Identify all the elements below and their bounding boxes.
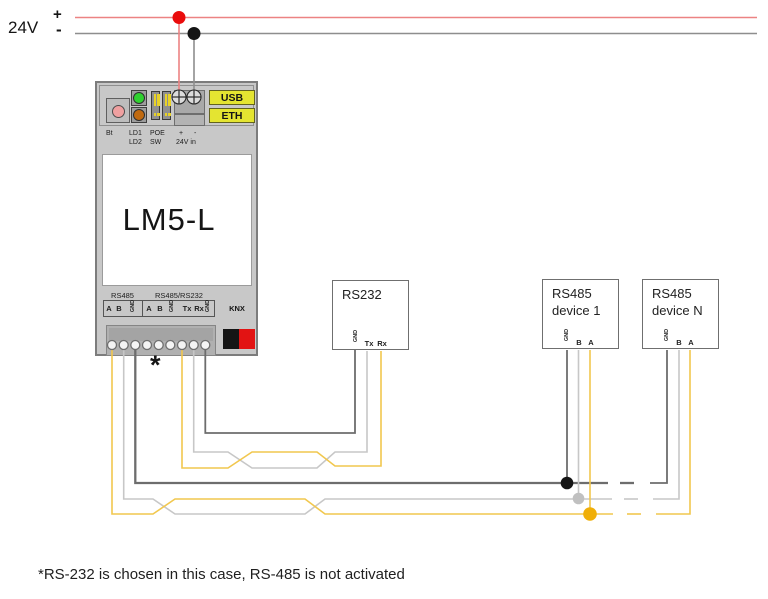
terminal-minus-label: - xyxy=(194,130,197,137)
wire-tx-to-rs232-rx xyxy=(181,344,382,469)
eth-port: ETH xyxy=(209,108,255,123)
rs485-deviceN-subtitle: device N xyxy=(652,302,703,318)
deviceN-gnd-label: GND xyxy=(664,328,670,342)
power-24v-label: 24V xyxy=(8,18,39,37)
rs485-device1-box: RS485 device 1 GND B A xyxy=(542,279,619,349)
rs232-box: RS232 GND Tx Rx xyxy=(332,280,409,350)
junction-dot-a xyxy=(583,507,597,521)
device-model-panel: LM5-L xyxy=(102,154,252,286)
power-minus-label: - xyxy=(56,20,62,39)
sw-switch xyxy=(162,91,171,120)
knx-label: KNX xyxy=(229,304,245,313)
wire-deviceN-gnd-tap xyxy=(650,350,668,484)
rs232-gnd-label: GND xyxy=(353,329,359,343)
junction-dot-b xyxy=(572,492,585,505)
sw-label: SW xyxy=(150,139,162,146)
wire-rs485-b-bus xyxy=(122,344,612,515)
rs485-device1-subtitle: device 1 xyxy=(552,302,601,318)
rs232-title: RS232 xyxy=(342,287,382,302)
pin-gnd2-label: GND xyxy=(169,299,175,313)
led2-label: LD2 xyxy=(129,139,142,146)
orange-led-icon xyxy=(133,109,145,121)
power-in-label: 24V in xyxy=(176,139,196,146)
rs485-device1-title: RS485 device 1 xyxy=(552,286,601,318)
junction-dot-24v-minus xyxy=(187,27,201,40)
wire-rx-to-rs232-tx xyxy=(192,344,368,469)
led-ld2 xyxy=(131,107,147,123)
pin-a1-label: A xyxy=(106,304,112,313)
led1-label: LD1 xyxy=(129,130,142,137)
usb-port: USB xyxy=(209,90,255,105)
pin-a2-label: A xyxy=(146,304,152,313)
knx-connector xyxy=(223,329,255,349)
pin-rx-label: Rx xyxy=(194,304,204,313)
power-plus-label: + xyxy=(53,6,62,23)
wire-rs485-a-bus xyxy=(111,344,613,515)
rs485-deviceN-title: RS485 device N xyxy=(652,286,703,318)
footnote-text: *RS-232 is chosen in this case, RS-485 i… xyxy=(38,566,405,583)
device1-a-label: A xyxy=(588,338,594,347)
green-led-icon xyxy=(133,92,145,104)
pin-gnd1-label: GND xyxy=(130,299,136,313)
device1-b-label: B xyxy=(576,338,582,347)
poe-switch xyxy=(151,91,160,120)
rs485-rs232-pin-box xyxy=(142,300,215,317)
rs232-rx-label: Rx xyxy=(377,339,387,348)
rs485-rs232-group-label: RS485/RS232 xyxy=(155,291,203,300)
24v-terminal-block xyxy=(174,90,205,114)
rs485-group-label: RS485 xyxy=(111,291,134,300)
knx-connector-black xyxy=(223,329,239,349)
device1-gnd-label: GND xyxy=(564,328,570,342)
24v-terminal-block-base xyxy=(174,114,205,126)
junction-dot-24v-plus xyxy=(172,11,186,24)
junction-dot-gnd xyxy=(560,476,574,490)
knx-connector-red xyxy=(239,329,255,349)
poe-label: POE xyxy=(150,130,165,137)
button-label: Bt xyxy=(106,130,113,137)
rs485-deviceN-box: RS485 device N GND B A xyxy=(642,279,719,349)
device-top-panel: USB ETH xyxy=(99,85,255,126)
pin-gnd3-label: GND xyxy=(205,299,211,313)
wire-rs485-gnd-bus xyxy=(134,344,608,485)
led-ld1 xyxy=(131,90,147,106)
lm5l-device: USB ETH Bt LD1 LD2 POE SW + - 24V in LM5… xyxy=(95,81,258,356)
device-model-label: LM5-L xyxy=(122,202,216,237)
deviceN-b-label: B xyxy=(676,338,682,347)
reset-button xyxy=(106,98,130,123)
terminal-plus-label: + xyxy=(179,130,184,137)
asterisk-marker: * xyxy=(150,350,161,380)
button-icon xyxy=(112,105,125,118)
deviceN-a-label: A xyxy=(688,338,694,347)
terminal-strip xyxy=(106,325,216,356)
wire-deviceN-a-tap xyxy=(656,350,691,515)
pin-tx-label: Tx xyxy=(182,304,192,313)
rs232-tx-label: Tx xyxy=(364,339,374,348)
wire-deviceN-b-tap xyxy=(653,350,680,500)
pin-b1-label: B xyxy=(116,304,122,313)
wire-gnd-to-rs232 xyxy=(204,344,356,434)
pin-b2-label: B xyxy=(157,304,163,313)
